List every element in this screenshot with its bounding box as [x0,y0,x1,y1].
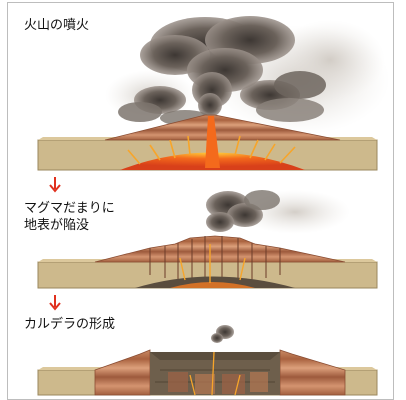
step-2-label-line-1: マグマだまりに [24,201,115,216]
step-2-label-line-2: 地表が陥没 [24,218,90,233]
caldera-rim-right [279,349,346,396]
volcano-cone [104,114,341,141]
panel-caldera [37,325,378,396]
down-arrow-icon [49,295,61,311]
fractured-cone [94,235,346,263]
ash-column [118,16,326,126]
panel-collapse [37,190,378,289]
panel-eruption [37,16,390,171]
magma-dikes [127,135,296,165]
magma-conduit [205,116,220,168]
caldera-rim-left [94,349,151,396]
step-1-label: 火山の噴火 [24,18,90,33]
step-2-label: マグマだまりに 地表が陥没 [24,200,115,234]
step-3-label: カルデラの形成 [24,317,116,332]
fault-lines [149,236,281,283]
down-arrow-icon [49,177,61,193]
